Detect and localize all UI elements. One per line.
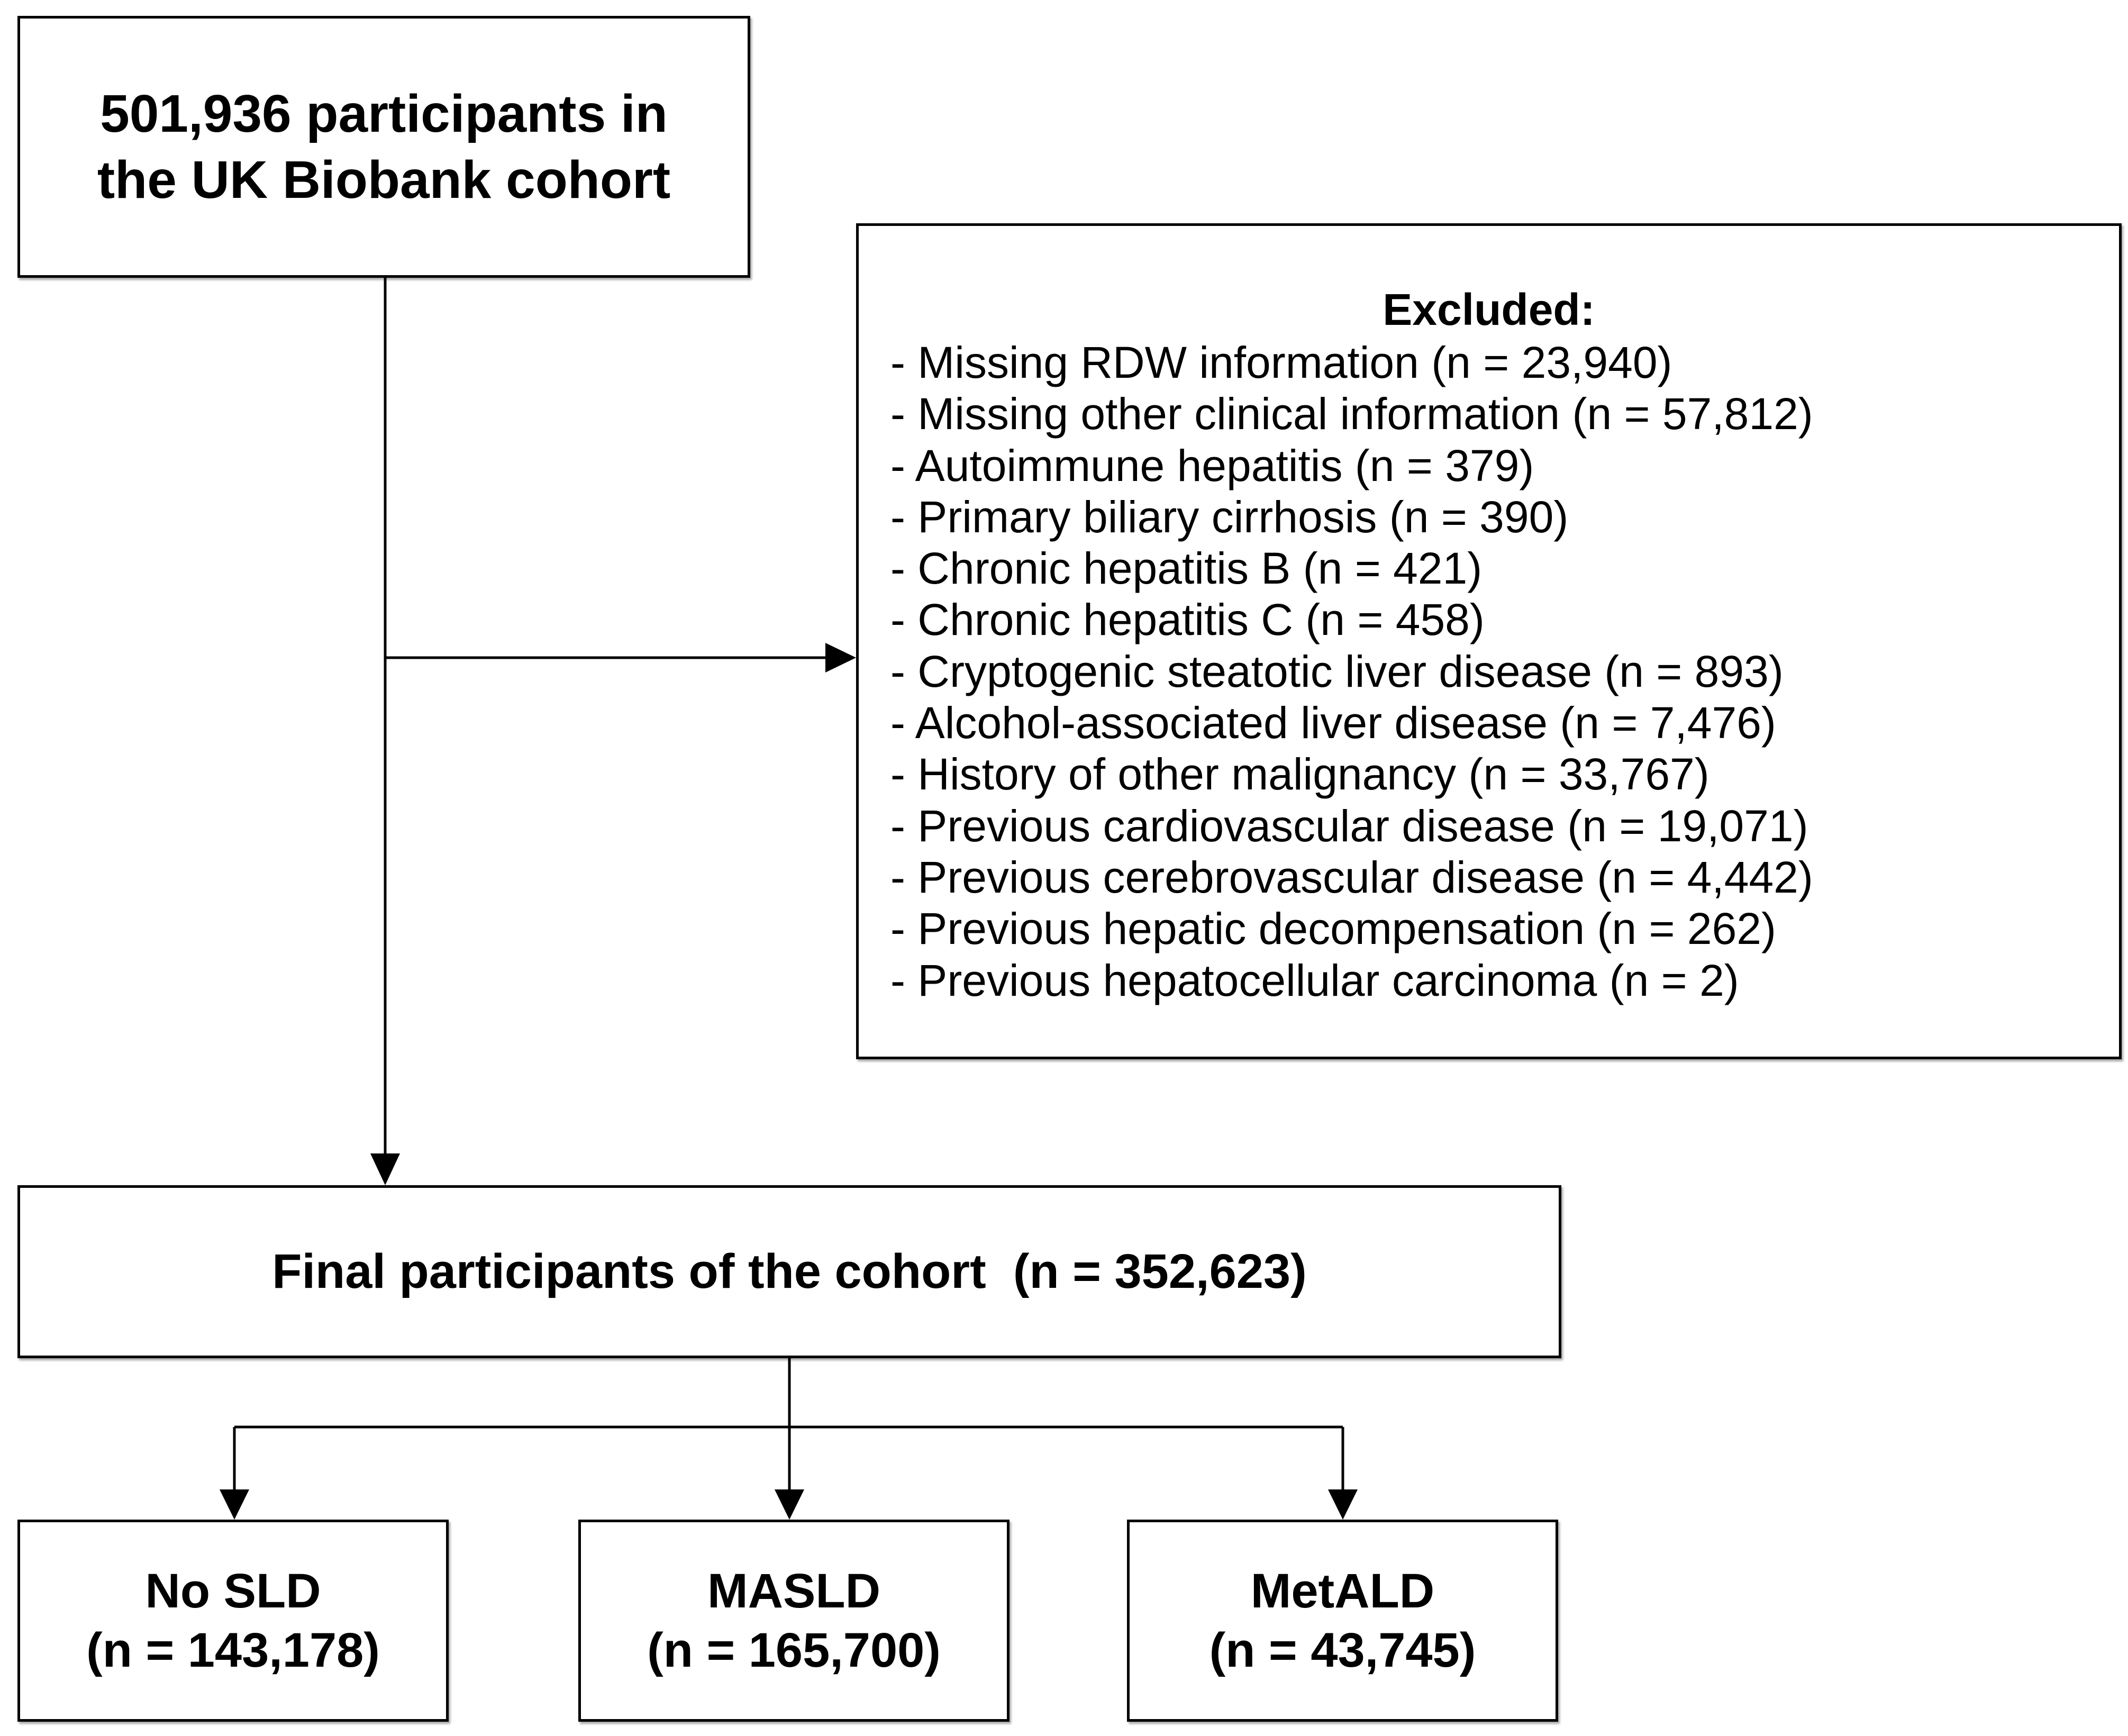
arrowhead-excluded <box>825 643 856 672</box>
start-box: 501,936 participants in the UK Biobank c… <box>17 16 750 278</box>
arrowhead-final <box>370 1153 400 1185</box>
excluded-box: Excluded: - Missing RDW information (n =… <box>856 223 2122 1059</box>
group-name: MASLD <box>707 1564 881 1618</box>
excluded-list: - Missing RDW information (n = 23,940) -… <box>890 337 1813 1006</box>
group-box-no-sld: No SLD (n = 143,178) <box>17 1520 449 1722</box>
start-box-line1: 501,936 participants in <box>100 84 668 143</box>
arrowhead-no-sld <box>220 1489 249 1520</box>
excluded-item: - Missing other clinical information (n … <box>890 389 1813 439</box>
arrowhead-masld <box>775 1489 804 1520</box>
group-count: (n = 143,178) <box>86 1623 380 1677</box>
group-count: (n = 43,745) <box>1209 1623 1476 1677</box>
group-count: (n = 165,700) <box>647 1623 941 1677</box>
excluded-item: - Previous cardiovascular disease (n = 1… <box>890 801 1808 851</box>
excluded-title: Excluded: <box>1383 285 1595 334</box>
final-box-label: Final participants of the cohort (n = 35… <box>272 1244 1307 1298</box>
excluded-item: - History of other malignancy (n = 33,76… <box>890 749 1709 799</box>
group-name: MetALD <box>1250 1564 1435 1618</box>
excluded-item: - Primary biliary cirrhosis (n = 390) <box>890 492 1569 542</box>
excluded-item: - Previous hepatic decompensation (n = 2… <box>890 904 1776 954</box>
excluded-item: - Autoimmune hepatitis (n = 379) <box>890 440 1534 490</box>
excluded-item: - Previous hepatocellular carcinoma (n =… <box>890 955 1739 1005</box>
excluded-item: - Missing RDW information (n = 23,940) <box>890 338 1672 387</box>
arrowhead-metald <box>1328 1489 1358 1520</box>
excluded-item: - Chronic hepatitis B (n = 421) <box>890 543 1483 594</box>
start-box-line2: the UK Biobank cohort <box>97 150 671 210</box>
group-name: No SLD <box>145 1564 321 1618</box>
final-box: Final participants of the cohort (n = 35… <box>17 1185 1561 1358</box>
excluded-item: - Cryptogenic steatotic liver disease (n… <box>890 646 1784 696</box>
excluded-item: - Chronic hepatitis C (n = 458) <box>890 595 1485 645</box>
group-box-metald: MetALD (n = 43,745) <box>1127 1520 1558 1722</box>
excluded-item: - Alcohol-associated liver disease (n = … <box>890 698 1776 748</box>
group-box-masld: MASLD (n = 165,700) <box>578 1520 1010 1722</box>
excluded-item: - Previous cerebrovascular disease (n = … <box>890 852 1813 902</box>
